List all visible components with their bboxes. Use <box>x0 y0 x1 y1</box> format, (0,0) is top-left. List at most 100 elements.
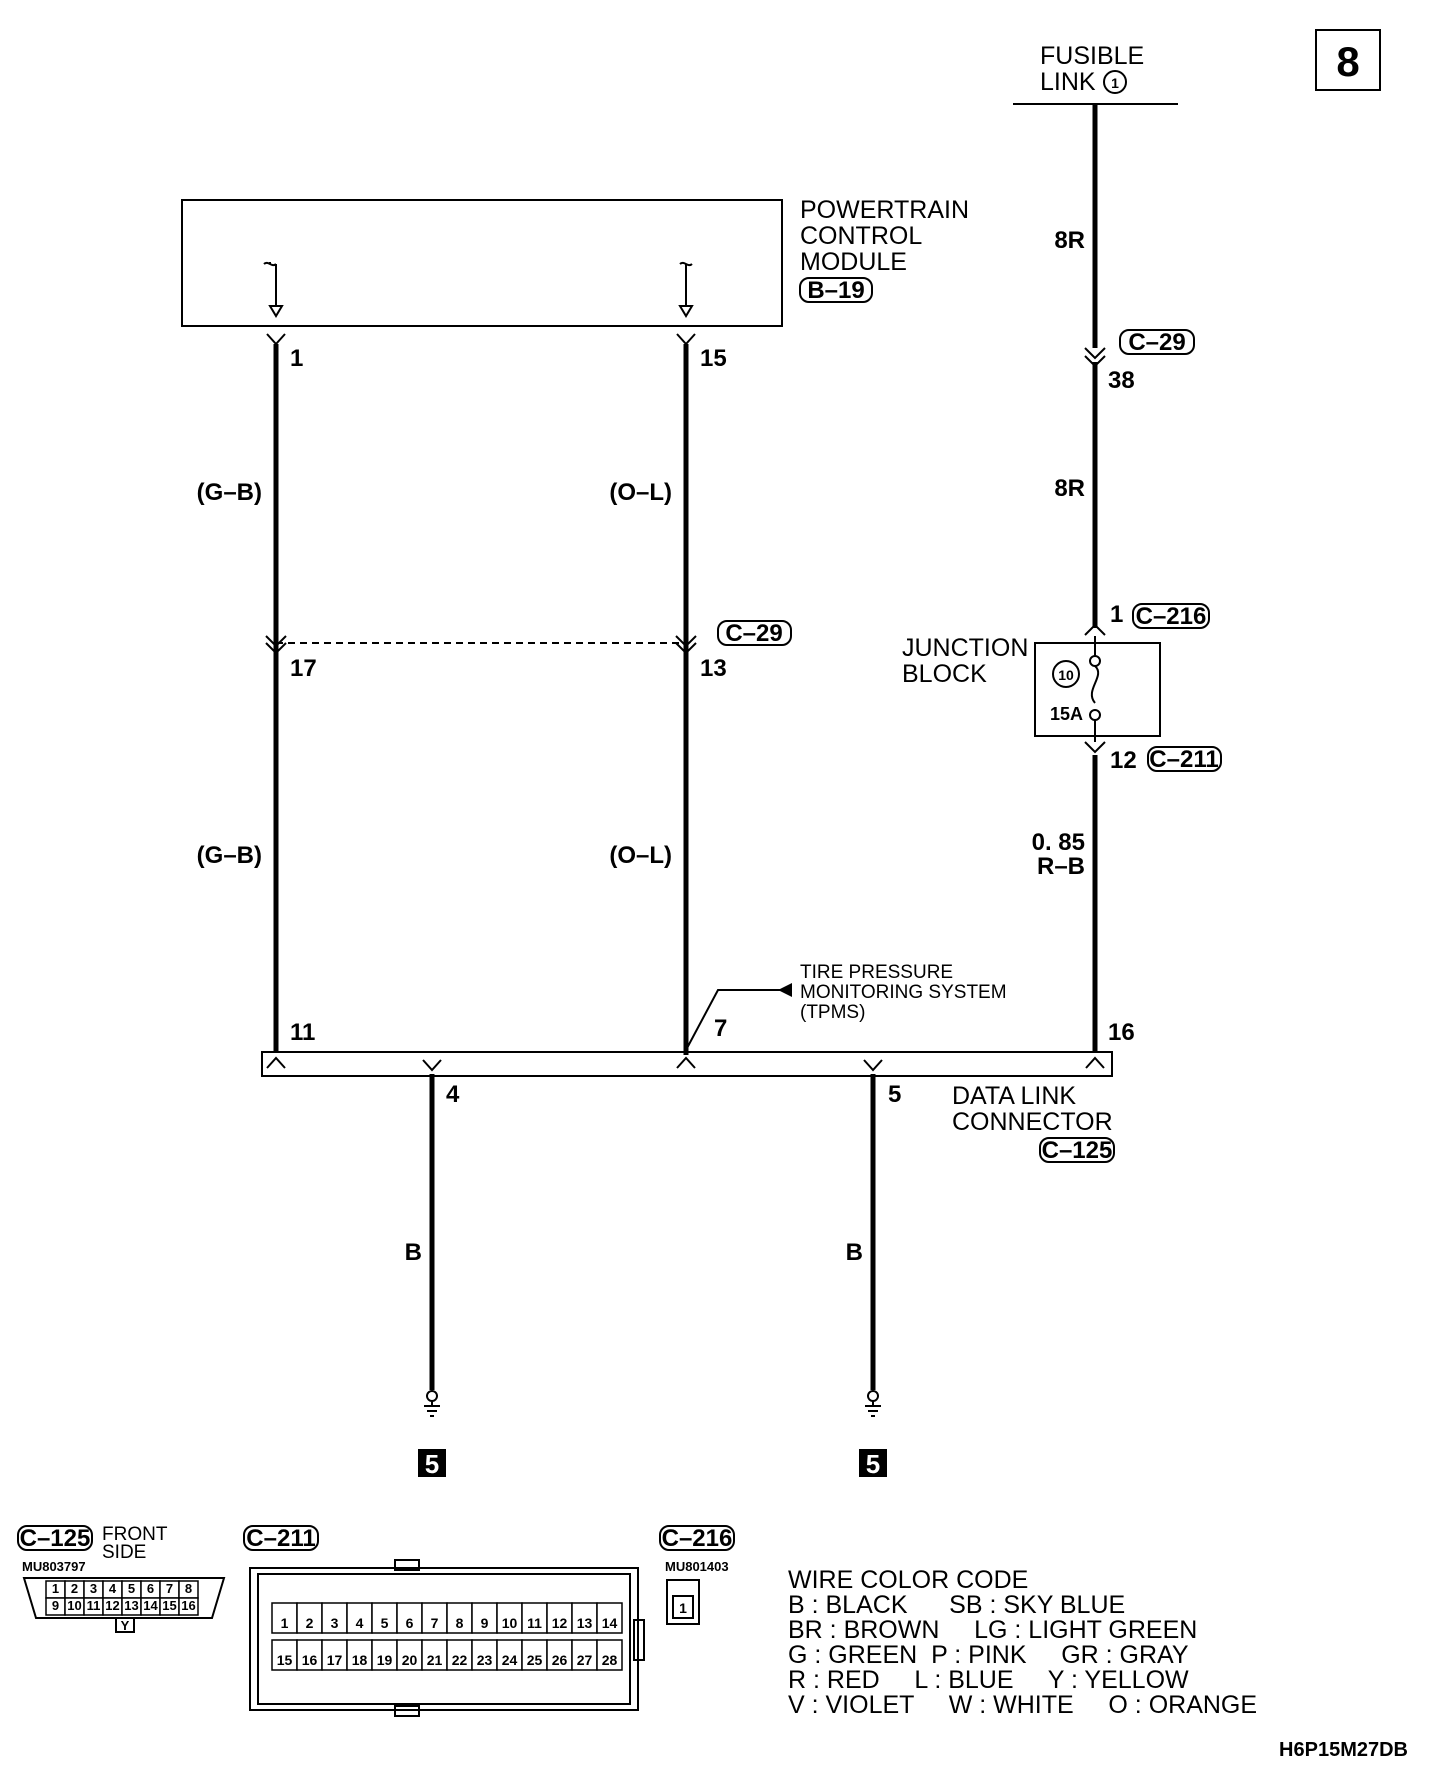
c216-view-label-box <box>659 1525 735 1551</box>
c211-view-label-box <box>243 1525 319 1551</box>
wire-color-code-title: WIRE COLOR CODE <box>788 1566 1028 1594</box>
connector-pin-number: 28 <box>602 1652 618 1668</box>
c216-part-number: MU801403 <box>665 1559 729 1574</box>
fusible-link-number-circle <box>1103 70 1127 94</box>
c29-right-pin: 38 <box>1108 367 1135 394</box>
c211-latch-top <box>394 1559 420 1571</box>
tpms-pointer-arrow <box>778 983 792 997</box>
connector-pin-number: 22 <box>452 1652 468 1668</box>
pcm-box <box>181 199 783 327</box>
page-number-box <box>1315 29 1381 91</box>
connector-pin-number: 18 <box>352 1652 368 1668</box>
c211-view-inner <box>257 1573 631 1705</box>
dlc-pin-5: 5 <box>888 1081 901 1108</box>
pcm-connector-label: B–19 <box>807 277 864 304</box>
c125-view-label: C–125 <box>20 1525 91 1552</box>
c29-mid-connector-box <box>717 620 792 646</box>
pcm-label-1: POWERTRAIN <box>800 196 969 224</box>
connector-pin-number: 9 <box>52 1598 59 1613</box>
connector-pin-number: 5 <box>381 1615 389 1631</box>
connector-pin-cell <box>296 1602 323 1634</box>
ground-point-right-box <box>859 1449 887 1477</box>
fuse-number: 10 <box>1058 667 1074 683</box>
ground-point-left-box <box>418 1449 446 1477</box>
connector-pin-cell <box>521 1602 548 1634</box>
c29-mid-left-chevron-1 <box>265 635 287 648</box>
fuse-rating: 15A <box>1050 704 1083 724</box>
c125-view-outline <box>22 1577 226 1619</box>
junction-block-label-2: BLOCK <box>902 660 987 688</box>
dlc-pin4-chevron <box>422 1059 442 1072</box>
ground-wire-right-label: B <box>846 1239 863 1266</box>
c216-connector-box <box>1132 603 1210 629</box>
connector-pin-cell <box>546 1639 573 1671</box>
connector-pin-number: 23 <box>477 1652 493 1668</box>
connector-pin-number: 8 <box>185 1581 192 1596</box>
dlc-connector-box <box>1039 1137 1115 1163</box>
c29-right-connector-box <box>1119 329 1195 355</box>
ground-wire-left-label: B <box>405 1239 422 1266</box>
pcm-pin-1: 1 <box>290 345 303 372</box>
c29-mid-right-chevron-2 <box>675 642 697 655</box>
c29-mid-pin-right: 13 <box>700 655 727 682</box>
wire-ol-lower-label: (O–L) <box>609 842 672 869</box>
dlc-pin11-chevron <box>266 1056 286 1069</box>
c29-mid-left-chevron-2 <box>265 642 287 655</box>
dlc-pin16-chevron <box>1085 1056 1105 1069</box>
c211-view-outline <box>249 1567 639 1711</box>
connector-pin-number: 13 <box>124 1598 138 1613</box>
dlc-label-1: DATA LINK <box>952 1082 1076 1110</box>
pcm-internal-arrow-left <box>268 305 284 318</box>
c211-pin: 12 <box>1110 747 1137 774</box>
c29-right-chevron-1 <box>1084 347 1106 360</box>
dlc-label-2: CONNECTOR <box>952 1108 1113 1136</box>
pcm-pin-15: 15 <box>700 345 727 372</box>
connector-pin-number: 13 <box>577 1615 593 1631</box>
connector-pin-number: 12 <box>552 1615 568 1631</box>
wire-color-code-line-4: R : RED L : BLUE Y : YELLOW <box>788 1666 1189 1694</box>
c216-pin-number: 1 <box>679 1600 687 1616</box>
connector-pin-number: 5 <box>128 1581 135 1596</box>
connector-pin-cell <box>321 1639 348 1671</box>
connector-pin-number: 10 <box>67 1598 81 1613</box>
dlc-pin-16: 16 <box>1108 1019 1135 1046</box>
wire-color-code-line-5: V : VIOLET W : WHITE O : ORANGE <box>788 1691 1257 1719</box>
connector-pin-cell <box>496 1639 523 1671</box>
pcm-pin1-chevron <box>266 333 286 346</box>
connector-pin-number: 24 <box>502 1652 518 1668</box>
connector-pin-cell <box>596 1602 623 1634</box>
connector-pin-number: 7 <box>431 1615 439 1631</box>
connector-pin-number: 17 <box>327 1652 343 1668</box>
c211-latch-bottom <box>394 1705 420 1717</box>
connector-pin-number: 6 <box>147 1581 154 1596</box>
wire-color-code-line-1: B : BLACK SB : SKY BLUE <box>788 1591 1125 1619</box>
connector-pin-number: 25 <box>527 1652 543 1668</box>
connector-pin-number: 21 <box>427 1652 443 1668</box>
c125-color: Y <box>121 1618 130 1633</box>
fusible-link-label-2: LINK <box>1040 68 1096 96</box>
diagram-code: H6P15M27DB <box>1279 1739 1408 1761</box>
wire-color-code-line-3: G : GREEN P : PINK GR : GRAY <box>788 1641 1189 1669</box>
wire-gb-lower-label: (G–B) <box>197 842 262 869</box>
wire-8r-middle-label: 8R <box>1054 475 1085 502</box>
connector-pin-number: 14 <box>143 1598 158 1613</box>
fuse-terminal-bottom <box>1089 709 1101 721</box>
dlc-pin5-chevron <box>863 1059 883 1072</box>
tpms-label-1: TIRE PRESSURE <box>800 962 953 983</box>
wire-8r-upper-label: 8R <box>1054 227 1085 254</box>
c211-connector-label: C–211 <box>1149 746 1218 773</box>
connector-pin-cell <box>396 1639 423 1671</box>
dlc-pin-4: 4 <box>446 1081 460 1108</box>
junction-block-label-1: JUNCTION <box>902 634 1028 662</box>
c125-color-tab <box>115 1617 135 1633</box>
connector-pin-cell <box>271 1639 298 1671</box>
fusible-link-number: 1 <box>1111 75 1119 91</box>
fusible-link-label-1: FUSIBLE <box>1040 42 1144 70</box>
connector-pin-number: 16 <box>302 1652 318 1668</box>
connector-pin-cell <box>371 1639 398 1671</box>
c125-front-side-1: FRONT <box>102 1524 168 1545</box>
